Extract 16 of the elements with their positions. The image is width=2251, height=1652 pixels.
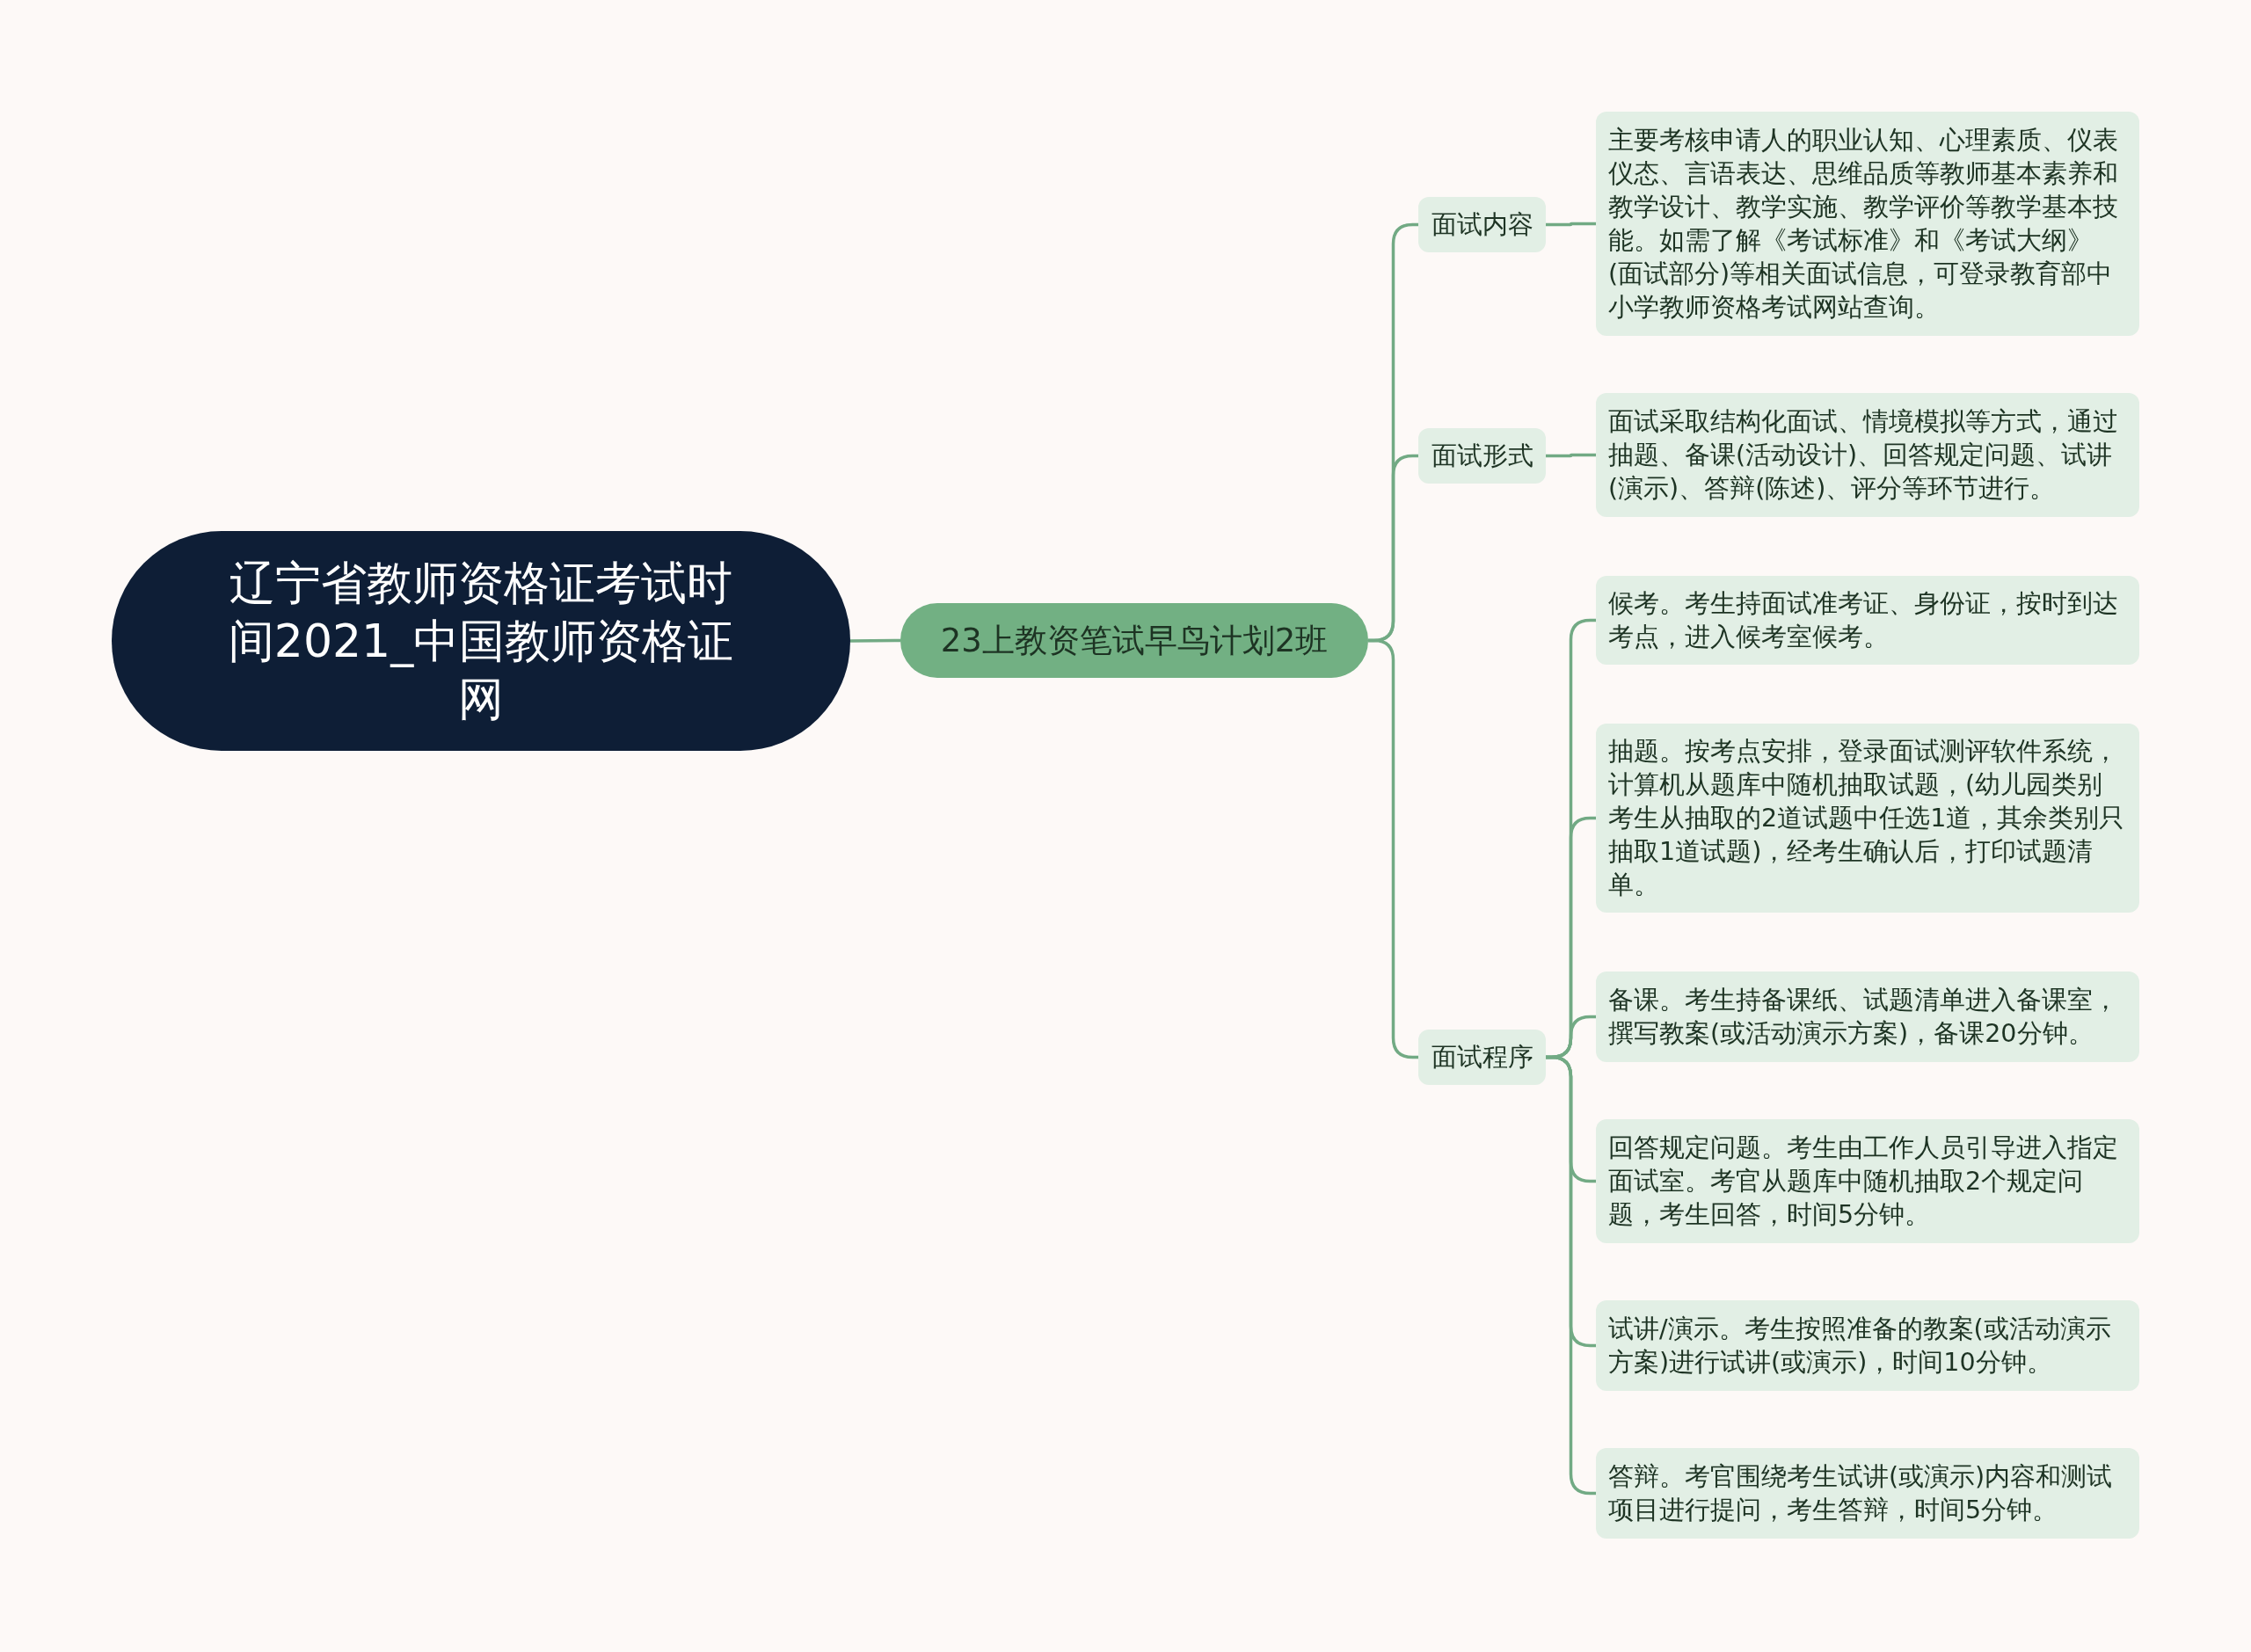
text-box: 备课。考生持备课纸、试题清单进入备课室，撰写教案(或活动演示方案)，备课20分钟。 (1596, 972, 2139, 1062)
text-box: 回答规定问题。考生由工作人员引导进入指定面试室。考官从题库中随机抽取2个规定问题，考生回答，时间5分钟。 (1596, 1119, 2139, 1243)
text-box: 主要考核申请人的职业认知、心理素质、仪表仪态、言语表达、思维品质等教师基本素养和教学设计、教学实施、教学评价等教学基本技能。如需了解《考试标准》和《考试大纲》(面试部分)等相关面试信息，可登录教育部中小学教师资格考试网站查询。 (1596, 112, 2139, 336)
topic-pill: 辽宁省教师资格证考试时间2021_中国教师资格证网 (112, 531, 850, 751)
text-box: 试讲/演示。考生按照准备的教案(或活动演示方案)进行试讲(或演示)，时间10分钟。 (1596, 1300, 2139, 1391)
text-box: 答辩。考官围绕考生试讲(或演示)内容和测试项目进行提问，考生答辩，时间5分钟。 (1596, 1448, 2139, 1539)
text-box: 抽题。按考点安排，登录面试测评软件系统，计算机从题库中随机抽取试题，(幼儿园类别考生从抽取的2道试题中任选1道，其余类别只抽取1道试题)，经考生确认后，打印试题清单。 (1596, 724, 2139, 913)
connector-line (1546, 453, 1596, 458)
connector-line (1546, 222, 1596, 227)
branch-box: 面试内容 (1418, 197, 1546, 252)
text-box: 候考。考生持面试准考证、身份证，按时到达考点，进入候考室候考。 (1596, 576, 2139, 665)
subtopic-pill: 23上教资笔试早鸟计划2班 (900, 603, 1368, 678)
branch-box: 面试程序 (1418, 1030, 1546, 1085)
connector-line (850, 638, 900, 643)
text-box: 面试采取结构化面试、情境模拟等方式，通过抽题、备课(活动设计)、回答规定问题、试讲(演示)、答辩(陈述)、评分等环节进行。 (1596, 393, 2139, 517)
branch-box: 面试形式 (1418, 428, 1546, 484)
